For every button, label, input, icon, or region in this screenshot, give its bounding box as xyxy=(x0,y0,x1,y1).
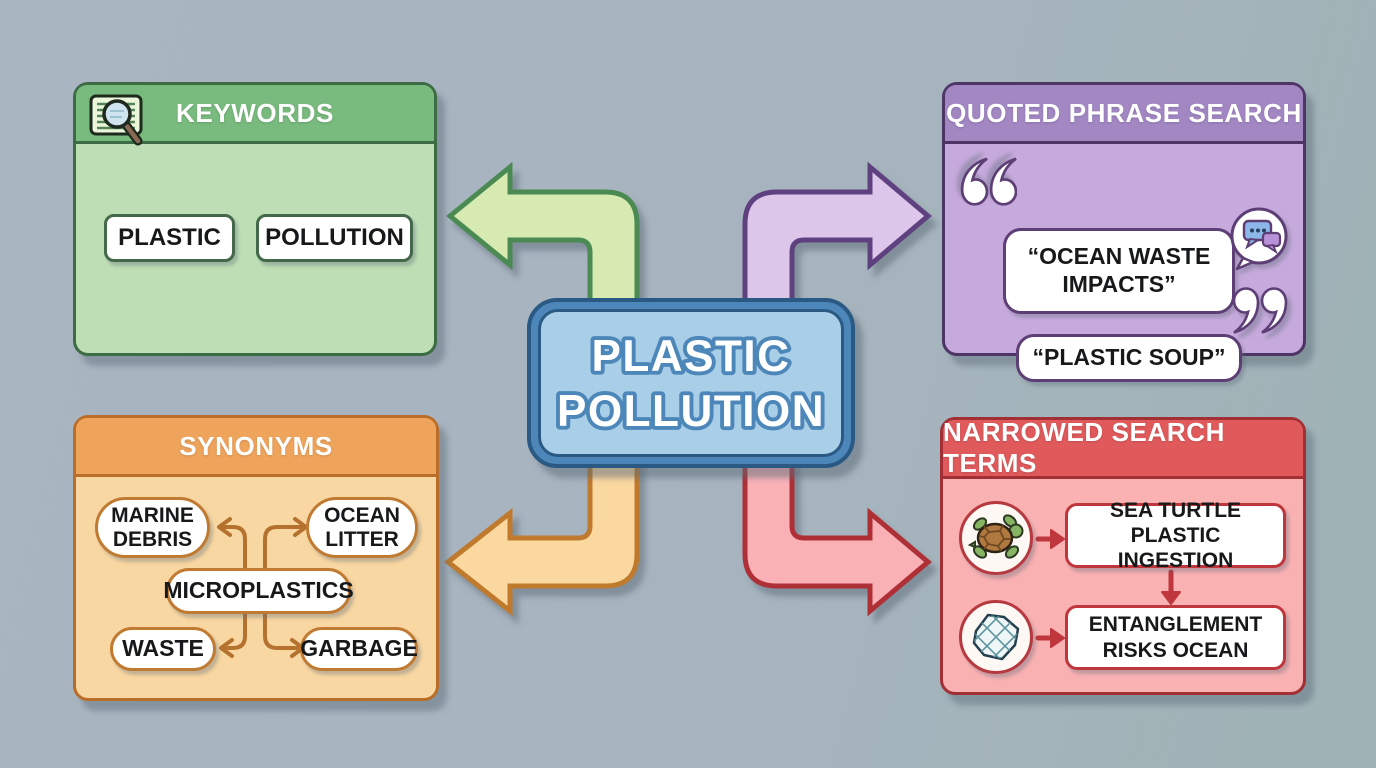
panel-title-synonyms: SYNONYMS xyxy=(179,430,333,461)
quoted-term-ocean-waste-impacts: “OCEAN WASTE IMPACTS” xyxy=(1003,228,1235,314)
panel-quoted-phrase-search: QUOTED PHRASE SEARCH “OCEAN WASTE IMPACT… xyxy=(942,82,1306,382)
synonym-pill-garbage: GARBAGE xyxy=(300,627,418,671)
panel-synonyms: SYNONYMS MARINE DEBRIS OCEAN LITTER MICR… xyxy=(73,415,439,701)
panel-title-keywords: KEYWORDS xyxy=(176,97,334,128)
sea-turtle-icon xyxy=(959,501,1033,575)
panel-quoted-header: QUOTED PHRASE SEARCH xyxy=(945,85,1303,144)
arrow-to-quoted-phrase xyxy=(742,161,932,309)
central-topic-line2: POLLUTION xyxy=(557,387,825,436)
narrowed-term-entanglement-risks-ocean: ENTANGLEMENT RISKS OCEAN xyxy=(1065,605,1286,670)
chat-bubbles-icon xyxy=(1230,207,1288,271)
panel-title-quoted-phrase: QUOTED PHRASE SEARCH xyxy=(946,97,1302,128)
central-topic-label: PLASTIC POLLUTION xyxy=(553,328,827,440)
synonym-pill-marine-debris: MARINE DEBRIS xyxy=(95,497,210,558)
fishing-net-icon xyxy=(959,600,1033,674)
central-topic-line1: PLASTIC xyxy=(592,332,791,381)
panel-keywords-header: KEYWORDS xyxy=(76,85,434,146)
closing-double-quote-icon xyxy=(1233,287,1288,334)
synonym-pill-ocean-litter: OCEAN LITTER xyxy=(306,497,418,558)
synonym-pill-microplastics: MICROPLASTICS xyxy=(163,568,354,614)
central-topic-inner: PLASTIC POLLUTION xyxy=(538,309,844,457)
synonym-pill-waste: WASTE xyxy=(110,627,216,671)
panel-synonyms-header: SYNONYMS xyxy=(76,418,436,477)
narrowed-term-sea-turtle-plastic-ingestion: SEA TURTLE PLASTIC INGESTION xyxy=(1065,499,1286,572)
panel-keywords: KEYWORDS PLASTIC POLLUTION xyxy=(73,82,437,356)
keyword-chip-plastic: PLASTIC xyxy=(104,214,235,262)
panel-narrowed-search-terms: NARROWED SEARCH TERMS xyxy=(940,417,1306,695)
keyword-chip-pollution: POLLUTION xyxy=(256,214,413,262)
narrowed-connector-arrows xyxy=(1035,529,1181,648)
document-magnifier-icon xyxy=(89,94,143,146)
panel-narrowed-header: NARROWED SEARCH TERMS xyxy=(943,417,1303,479)
arrow-to-narrowed-search xyxy=(742,455,932,617)
arrow-to-synonyms xyxy=(443,455,640,617)
opening-double-quote-icon xyxy=(960,157,1017,206)
quoted-term-plastic-soup: “PLASTIC SOUP” xyxy=(1016,334,1242,382)
panel-title-narrowed-search: NARROWED SEARCH TERMS xyxy=(943,417,1225,478)
central-topic-node: PLASTIC POLLUTION xyxy=(527,298,855,468)
arrow-to-keywords xyxy=(446,161,640,309)
